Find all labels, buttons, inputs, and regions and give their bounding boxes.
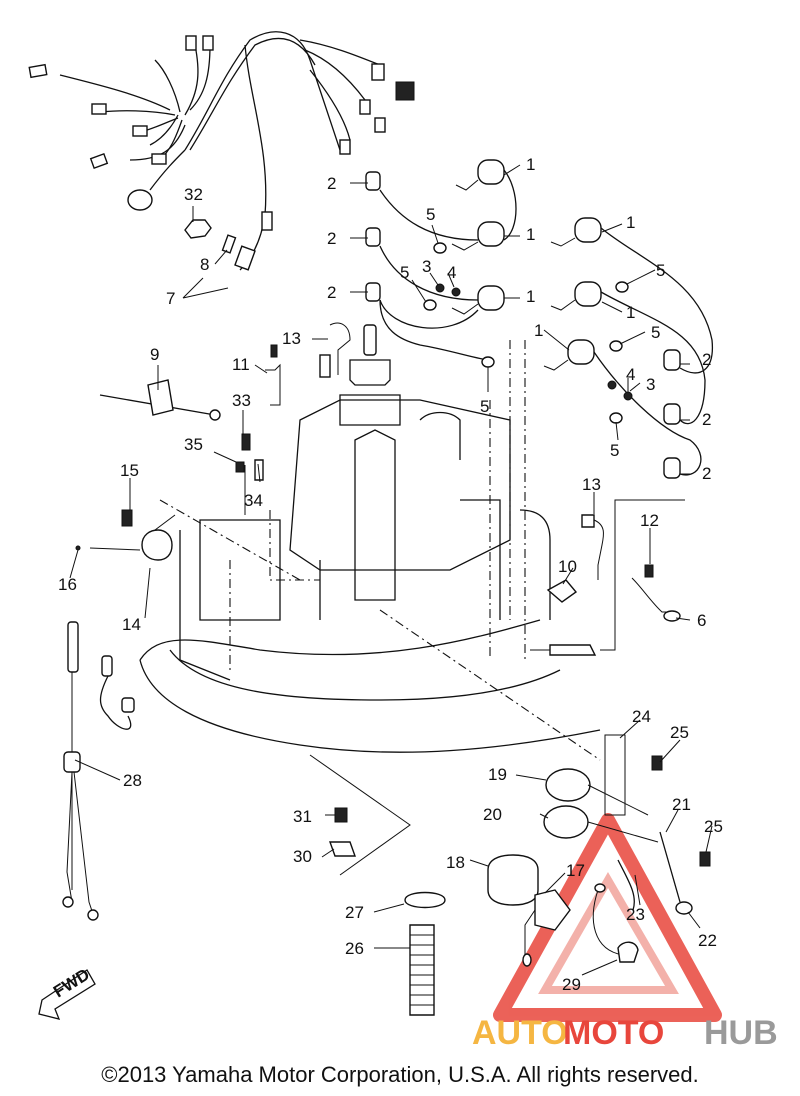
callout-1b: 1: [526, 225, 535, 244]
callout-35: 35: [184, 435, 203, 454]
callout-10: 10: [558, 557, 577, 576]
callout-2c: 2: [327, 283, 336, 302]
callout-2f: 2: [702, 464, 711, 483]
band-27: [404, 891, 446, 909]
callout-32: 32: [184, 185, 203, 204]
callout-2b: 2: [327, 229, 336, 248]
plug-cap-2c: [365, 282, 381, 302]
watermark-logo: AUTO MOTO HUB: [472, 1014, 778, 1052]
part-17: [534, 889, 571, 931]
cable-28-top: [67, 621, 79, 673]
callout-23: 23: [626, 905, 645, 924]
tube-26: [409, 924, 435, 1016]
callout-25b: 25: [704, 817, 723, 836]
copyright-notice: ©2013 Yamaha Motor Corporation, U.S.A. A…: [101, 1062, 699, 1087]
callout-5d: 5: [656, 261, 665, 280]
plug-cap-2a: [365, 171, 381, 191]
lower-components: [62, 621, 711, 1016]
part-18: [487, 854, 539, 906]
callout-12: 12: [640, 511, 659, 530]
callout-8: 8: [200, 255, 209, 274]
bracket-24: [604, 734, 626, 816]
callout-2d: 2: [702, 350, 711, 369]
callout-1d: 1: [626, 213, 635, 232]
callout-3a: 3: [422, 257, 431, 276]
watermark-triangle: [493, 813, 722, 1022]
coil-1f: [543, 339, 595, 371]
callout-2a: 2: [327, 174, 336, 193]
callout-30: 30: [293, 847, 312, 866]
spark-plug: [363, 324, 377, 356]
relay-20: [543, 805, 589, 839]
callout-24: 24: [632, 707, 651, 726]
callout-leaders: [69, 164, 713, 976]
watermark-part2: MOTO: [563, 1014, 664, 1052]
callout-7: 7: [166, 289, 175, 308]
callout-31: 31: [293, 807, 312, 826]
watermark-part3: HUB: [704, 1014, 778, 1052]
callout-6: 6: [697, 611, 706, 630]
coil-1a: [455, 159, 505, 191]
callout-1a: 1: [526, 155, 535, 174]
callout-19: 19: [488, 765, 507, 784]
callout-5f: 5: [610, 441, 619, 460]
callout-1f: 1: [534, 321, 543, 340]
fwd-arrow-icon: FWD: [38, 965, 96, 1020]
callout-26: 26: [345, 939, 364, 958]
callout-29: 29: [562, 975, 581, 994]
engine-block: [139, 340, 601, 761]
callout-17: 17: [566, 861, 585, 880]
callout-labels: 1 1 1 1 1 1 2 2 2 2 2 2 3 3 4 4 5 5 5 5 …: [58, 155, 723, 994]
callout-2e: 2: [702, 410, 711, 429]
wiring-harness: [28, 31, 415, 271]
ignition-coils: [365, 159, 714, 479]
misc-parts: [75, 322, 685, 656]
callout-4b: 4: [626, 365, 635, 384]
callout-14: 14: [122, 615, 141, 634]
coil-1e: [550, 281, 602, 311]
plug-cap-2f: [663, 457, 681, 479]
plug-cap-2b: [365, 227, 381, 247]
coil-1b: [451, 221, 505, 251]
callout-21: 21: [672, 795, 691, 814]
callout-20: 20: [483, 805, 502, 824]
callout-18: 18: [446, 853, 465, 872]
coil-1d: [550, 217, 602, 247]
callout-33: 33: [232, 391, 251, 410]
callout-4a: 4: [447, 263, 456, 282]
part-10: [546, 579, 578, 603]
watermark-part1: AUTO: [472, 1014, 568, 1052]
callout-9: 9: [150, 345, 159, 364]
callout-34: 34: [244, 491, 263, 510]
callout-5b: 5: [400, 263, 409, 282]
plug-cap-2e: [663, 403, 681, 425]
callout-1e: 1: [626, 303, 635, 322]
callout-27: 27: [345, 903, 364, 922]
callout-28: 28: [123, 771, 142, 790]
callout-3b: 3: [646, 375, 655, 394]
callout-13b: 13: [582, 475, 601, 494]
callout-5c: 5: [480, 397, 489, 416]
callout-15: 15: [120, 461, 139, 480]
callout-11: 11: [232, 355, 250, 374]
callout-22: 22: [698, 931, 717, 950]
exploded-parts-diagram: FWD: [28, 31, 778, 1052]
callout-16: 16: [58, 575, 77, 594]
relay-19: [545, 768, 591, 802]
plug-cap-2d: [663, 349, 681, 371]
callout-13a: 13: [282, 329, 301, 348]
callout-1c: 1: [526, 287, 535, 306]
callout-5a: 5: [426, 205, 435, 224]
callout-25a: 25: [670, 723, 689, 742]
callout-5e: 5: [651, 323, 660, 342]
sensor-14: [141, 529, 173, 561]
